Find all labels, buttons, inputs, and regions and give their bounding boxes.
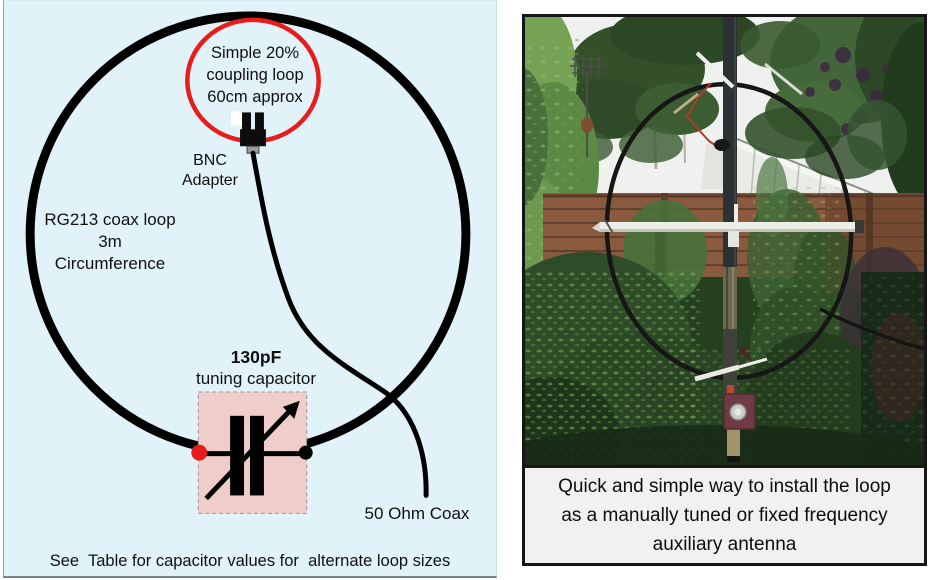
coax-label: 50 Ohm Coax	[364, 504, 470, 523]
coupling-loop-label-line: coupling loop	[206, 66, 304, 84]
bushes	[525, 252, 924, 465]
antenna-diagram	[25, 11, 471, 514]
coupling-crossbar	[592, 204, 864, 247]
cable-tie	[764, 62, 803, 96]
tv-antenna-icon	[570, 55, 605, 157]
coupling-loop-label-line: Simple 20%	[210, 44, 300, 62]
coupling-loop-label-line: 60cm approx	[207, 88, 303, 106]
capacitor-value: 130pF	[230, 347, 282, 367]
capacitor-arrow	[204, 410, 291, 501]
footnote: See Table for capacitor values for alter…	[49, 552, 451, 570]
bnc-adapter-icon	[240, 112, 266, 154]
photo-feed-cable	[819, 307, 924, 351]
loop-size-label-line: 3m	[98, 232, 122, 251]
bnc-highlight	[231, 111, 243, 126]
loop-size-label-line: RG213 coax loop	[44, 210, 176, 229]
connection-dot-left	[191, 444, 208, 461]
loop-clamp	[694, 364, 740, 382]
photo-panel: Quick and simple way to install the loop…	[522, 14, 927, 566]
capacitor-name: tuning capacitor	[195, 369, 317, 388]
bnc-label-line: Adapter	[181, 172, 239, 189]
coax-cable	[250, 150, 429, 498]
cable-tie	[695, 51, 735, 89]
loop-size-label: RG213 coax loop 3m Circumference	[30, 209, 190, 275]
connection-dot-right	[298, 445, 313, 460]
capacitor-label: 130pF tuning capacitor	[176, 347, 336, 389]
photo-caption-line: as a manually tuned or fixed frequency	[561, 505, 888, 526]
photo-caption: Quick and simple way to install the loop…	[525, 465, 924, 563]
photo-red-wire	[685, 82, 722, 150]
antenna-photo	[525, 17, 924, 465]
garden-photo-illustration	[525, 17, 924, 465]
tuning-capacitor-symbol	[197, 391, 308, 514]
photo-caption-line: Quick and simple way to install the loop	[558, 476, 891, 497]
antenna-diagram-panel: Simple 20% coupling loop 60cm approx BNC…	[3, 0, 497, 578]
bnc-label-line: BNC	[193, 152, 227, 169]
photo-caption-line: auxiliary antenna	[652, 534, 797, 555]
bnc-adapter-label: BNC Adapter	[160, 151, 260, 191]
tuning-box	[723, 393, 756, 430]
red-fitting	[727, 385, 734, 395]
coupling-loop-label: Simple 20% coupling loop 60cm approx	[162, 42, 348, 108]
loop-size-label-line: Circumference	[54, 254, 166, 273]
loop-clamp-tie	[738, 357, 768, 369]
